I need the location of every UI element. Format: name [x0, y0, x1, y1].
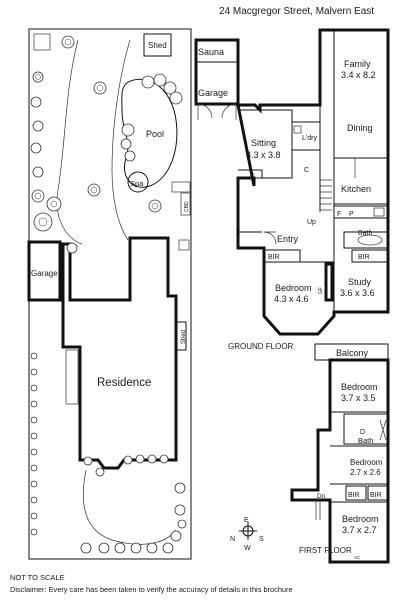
gf-bir-right: BIR	[358, 254, 370, 261]
closet-left-label: C	[250, 173, 255, 180]
stairs-down-label: Dn	[317, 493, 326, 500]
fridge-label: F	[337, 211, 341, 218]
family-label: Family	[344, 59, 371, 69]
ff-bath-room	[343, 413, 389, 445]
path-curve	[82, 469, 177, 545]
ff-bedroom2-size: 2.7 x 2.6	[350, 468, 381, 477]
gf-bir-left: BIR	[268, 254, 280, 261]
ff-d-label: D	[360, 429, 365, 436]
site-plan: Shed Pool Spa Garage Residence Shed CBD	[27, 28, 192, 560]
compass-s: S	[259, 536, 264, 543]
residence-outline	[61, 236, 178, 470]
residence-side	[65, 349, 79, 405]
bath-room	[343, 231, 389, 249]
kitchen-bench	[333, 205, 389, 219]
cbd-box	[180, 192, 191, 216]
ff-bedroom2-label: Bedroom	[350, 458, 383, 467]
ac-label: AC	[354, 555, 361, 560]
ground-floor-label: GROUND FLOOR	[228, 342, 294, 351]
ff-bedroom3-size: 3.7 x 2.7	[342, 525, 377, 535]
compass-e: E	[244, 517, 249, 524]
compass: E N S W	[230, 517, 264, 552]
shed-top-label: Shed	[148, 41, 167, 50]
site-feature	[178, 239, 190, 251]
driveway-right	[111, 39, 131, 241]
dining-label: Dining	[347, 123, 373, 133]
garage-doors	[197, 103, 237, 120]
pool-label: Pool	[146, 129, 164, 139]
garage-site-label: Garage	[31, 269, 58, 278]
kitchen-label: Kitchen	[341, 184, 371, 194]
gf-bedroom-size: 4.3 x 4.6	[274, 294, 309, 304]
family-size: 3.4 x 8.2	[341, 70, 376, 80]
ff-bedroom1-label: Bedroom	[341, 382, 378, 392]
compass-n: N	[230, 536, 235, 543]
pantry-label: P	[349, 211, 354, 218]
study-size: 3.6 x 3.6	[340, 288, 375, 298]
garage-site	[27, 240, 62, 302]
spa-label: Spa	[130, 179, 144, 188]
gf-marker: GF	[318, 287, 324, 294]
bir-right-box	[351, 249, 389, 263]
cbd-label: CBD	[184, 201, 190, 212]
ff-bedroom3-label: Bedroom	[342, 514, 379, 524]
spa-outline	[127, 171, 149, 193]
shed-side	[175, 321, 187, 351]
residence-label: Residence	[97, 377, 151, 389]
balcony-label: Balcony	[336, 348, 369, 358]
gf-garage-label: Garage	[198, 88, 228, 98]
site-feature	[33, 33, 51, 51]
entry-label: Entry	[277, 234, 299, 244]
gf-bedroom-label: Bedroom	[275, 283, 312, 293]
gf-bath-label: Bath	[358, 230, 373, 237]
ff-bir-b-box	[367, 485, 389, 501]
laundry-label: L'dry	[302, 135, 317, 142]
ff-bir-a: BIR	[348, 492, 360, 499]
shed-side-label: Shed	[181, 330, 187, 344]
ff-bir-b: BIR	[370, 492, 382, 499]
sauna-garage-block	[194, 38, 240, 106]
first-floor-label: FIRST FLOOR	[299, 546, 352, 555]
sitting-size: 3.3 x 3.8	[246, 150, 281, 160]
scale-note: NOT TO SCALE	[10, 573, 65, 582]
first-floor-plan: Balcony Bedroom 3.7 x 3.5 D Bath Bedroom…	[290, 343, 390, 564]
stairs-up-label: Up	[307, 219, 316, 226]
closet-mid-label: C	[304, 167, 309, 174]
ground-floor-plan: Sauna Garage Sitting 3.3 x 3.8 L'dry C C…	[194, 28, 390, 351]
sitting-room	[238, 109, 293, 179]
ff-bedroom1-size: 3.7 x 3.5	[341, 393, 376, 403]
ff-bir-a-box	[345, 485, 367, 501]
disclaimer: Disclaimer: Every care has been taken to…	[10, 585, 293, 594]
study-label: Study	[348, 277, 372, 287]
address-title: 24 Macgregor Street, Malvern East	[219, 6, 374, 17]
site-feature	[171, 181, 191, 193]
laundry-room	[292, 121, 320, 151]
ff-bath-label: Bath	[358, 436, 373, 445]
compass-w: W	[244, 545, 251, 552]
fireplace	[324, 262, 334, 302]
pool-outline	[121, 78, 178, 188]
shed-top	[143, 33, 172, 57]
sauna-label: Sauna	[198, 47, 224, 57]
sitting-label: Sitting	[251, 138, 276, 148]
driveway-left	[56, 39, 83, 245]
stairs	[320, 179, 332, 211]
trees	[30, 35, 187, 554]
